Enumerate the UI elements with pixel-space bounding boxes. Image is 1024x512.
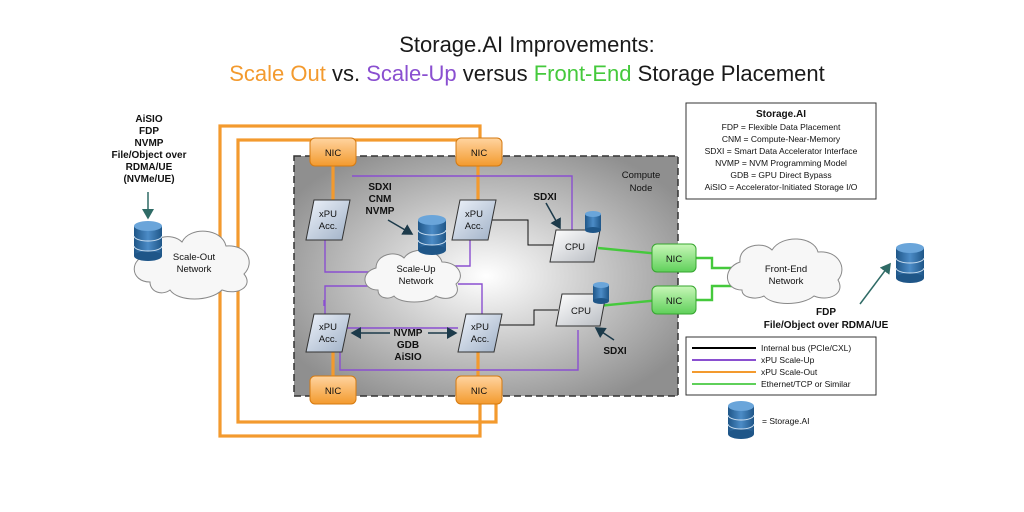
- left-protocol-4: File/Object over: [111, 150, 186, 161]
- glossary-item-4: NVMP = NVM Programming Model: [715, 158, 847, 168]
- left-protocol-6: (NVMe/UE): [123, 174, 174, 185]
- xpu-bottom-right-label-1: xPU: [471, 322, 489, 333]
- sdxi-bottom-annotation: SDXI: [603, 346, 627, 357]
- compute-node-box: [293, 155, 679, 397]
- xpu-bottom-left: xPU Acc.: [305, 313, 351, 353]
- top-stack-1: SDXI: [368, 182, 392, 193]
- title-scale-up: Scale-Up: [366, 61, 456, 86]
- xpu-bottom-right-label-2: Acc.: [471, 334, 489, 345]
- bottom-stack-3: AiSIO: [394, 352, 421, 363]
- nic-top-right-label: NIC: [471, 148, 488, 159]
- legend-label-scale-up: xPU Scale-Up: [761, 355, 815, 365]
- xpu-top-left: xPU Acc.: [305, 199, 351, 241]
- cpu-bottom-label: CPU: [571, 306, 591, 317]
- top-stack-arrow: [387, 219, 414, 235]
- scale-up-cloud-label-1: Scale-Up: [396, 264, 435, 275]
- front-end-cloud-label-2: Network: [769, 276, 804, 287]
- legend-storage-label: = Storage.AI: [762, 416, 810, 426]
- left-protocol-1: AiSIO: [135, 114, 162, 125]
- nic-top-right: NIC: [455, 137, 503, 167]
- title-line-1: Storage.AI Improvements:: [399, 32, 655, 57]
- glossary-title: Storage.AI: [756, 109, 806, 120]
- sdxi-bottom-arrow: [594, 327, 615, 341]
- legend-label-internal-bus: Internal bus (PCIe/CXL): [761, 343, 851, 353]
- right-fdp-1: FDP: [816, 307, 836, 318]
- sdxi-top-annotation: SDXI: [533, 192, 557, 203]
- nic-green-top-label: NIC: [666, 254, 683, 265]
- title-front-end: Front-End: [534, 61, 632, 86]
- nic-green-top: NIC: [651, 243, 697, 273]
- right-fdp-2: File/Object over RDMA/UE: [764, 320, 889, 331]
- sdxi-top-arrow: [545, 202, 561, 230]
- storage-scale-out-icon: [133, 221, 163, 261]
- storage-legend-icon: [727, 401, 755, 439]
- xpu-bottom-left-label-1: xPU: [319, 322, 337, 333]
- left-protocol-5: RDMA/UE: [126, 162, 173, 173]
- glossary-box: Storage.AI FDP = Flexible Data Placement…: [685, 102, 877, 200]
- glossary-item-1: FDP = Flexible Data Placement: [722, 122, 841, 132]
- scale-up-cloud-label-2: Network: [399, 276, 434, 287]
- front-end-cloud: Front-End Network: [727, 238, 843, 304]
- cpu-top-label: CPU: [565, 242, 585, 253]
- xpu-bottom-right: xPU Acc.: [457, 313, 503, 353]
- xpu-top-left-label-2: Acc.: [319, 221, 337, 232]
- top-stack-annotation: SDXI CNM NVMP: [366, 182, 395, 217]
- nic-top-left-label: NIC: [325, 148, 342, 159]
- storage-scale-up-icon: [417, 215, 447, 255]
- storage-cpu-top-icon: [585, 211, 601, 233]
- glossary-item-2: CNM = Compute-Near-Memory: [722, 134, 841, 144]
- front-end-cloud-label-1: Front-End: [765, 264, 807, 275]
- title-line-2: Scale Out vs. Scale-Up versus Front-End …: [229, 61, 825, 86]
- top-stack-2: CNM: [369, 194, 392, 205]
- ethernet-links: [597, 246, 738, 308]
- legend-box: Internal bus (PCIe/CXL) xPU Scale-Up xPU…: [685, 336, 877, 396]
- title-vs: vs.: [326, 61, 366, 86]
- nic-bottom-right: NIC: [455, 375, 503, 405]
- glossary-item-3: SDXI = Smart Data Accelerator Interface: [705, 146, 858, 156]
- top-stack-3: NVMP: [366, 206, 395, 217]
- front-end-storage-arrow: [859, 262, 891, 305]
- xpu-top-right: xPU Acc.: [451, 199, 497, 241]
- compute-node-label-1: Compute: [622, 170, 661, 181]
- nic-bottom-right-label: NIC: [471, 386, 488, 397]
- storage-front-end-icon: [895, 243, 925, 283]
- xpu-bottom-left-label-2: Acc.: [319, 334, 337, 345]
- legend-label-ethernet: Ethernet/TCP or Similar: [761, 379, 851, 389]
- nic-top-left: NIC: [309, 137, 357, 167]
- xpu-top-right-label-2: Acc.: [465, 221, 483, 232]
- left-protocol-stack: AiSIO FDP NVMP File/Object over RDMA/UE …: [111, 114, 186, 185]
- cpu-top: CPU: [549, 229, 601, 263]
- left-protocol-2: FDP: [139, 126, 159, 137]
- glossary-item-5: GDB = GPU Direct Bypass: [730, 170, 831, 180]
- nic-green-bottom: NIC: [651, 285, 697, 315]
- scale-up-cloud: Scale-Up Network: [364, 249, 461, 303]
- left-protocol-3: NVMP: [135, 138, 164, 149]
- title-versus: versus: [457, 61, 534, 86]
- legend-label-scale-out: xPU Scale-Out: [761, 367, 818, 377]
- storage-cpu-bottom-icon: [593, 282, 609, 304]
- nic-green-bottom-label: NIC: [666, 296, 683, 307]
- scale-out-cloud-label-2: Network: [177, 264, 212, 275]
- compute-node-label-2: Node: [630, 183, 653, 194]
- glossary-item-6: AiSIO = Accelerator-Initiated Storage I/…: [705, 182, 858, 192]
- title-placement: Storage Placement: [632, 61, 825, 86]
- nic-bottom-left: NIC: [309, 375, 357, 405]
- scale-up-links: [323, 175, 579, 371]
- bottom-stack-2: GDB: [397, 340, 419, 351]
- xpu-top-right-label-1: xPU: [465, 209, 483, 220]
- bottom-stack-1: NVMP: [394, 328, 423, 339]
- scale-out-cloud-label-1: Scale-Out: [173, 252, 216, 263]
- bottom-stack-annotation: NVMP GDB AiSIO: [394, 328, 423, 363]
- title-scale-out: Scale Out: [229, 61, 326, 86]
- xpu-top-left-label-1: xPU: [319, 209, 337, 220]
- nic-bottom-left-label: NIC: [325, 386, 342, 397]
